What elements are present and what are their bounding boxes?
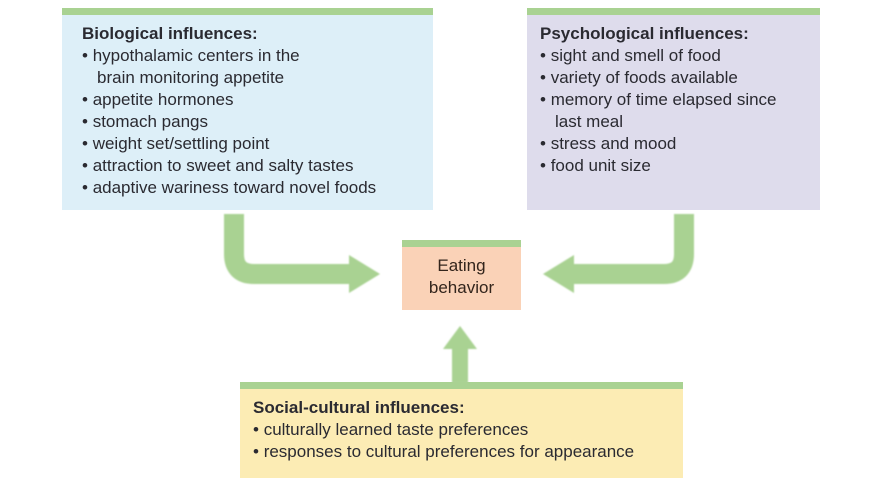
social-to-center-arrow-icon (443, 326, 477, 383)
biological-box-top-bar (62, 8, 433, 15)
psychological-box-top-bar (527, 8, 820, 15)
psychological-influences-box: Psychological influences: sight and smel… (527, 8, 820, 210)
eating-behavior-box-top-bar (402, 240, 521, 247)
psychological-title: Psychological influences: (540, 24, 749, 43)
bullet-item: variety of foods available (540, 67, 812, 89)
psychological-to-center-arrow-icon (543, 214, 694, 293)
biological-bullet-list: hypothalamic centers in the brain monito… (82, 45, 423, 199)
bullet-item: food unit size (540, 155, 812, 177)
psychological-bullet-list: sight and smell of foodvariety of foods … (540, 45, 812, 177)
biological-title: Biological influences: (82, 24, 258, 43)
bullet-item: sight and smell of food (540, 45, 812, 67)
bullet-item: memory of time elapsed since last meal (540, 89, 812, 133)
social-cultural-bullet-list: culturally learned taste preferencesresp… (253, 419, 673, 463)
eating-behavior-label: Eating behavior (428, 256, 495, 297)
bullet-item: stress and mood (540, 133, 812, 155)
bullet-item: weight set/settling point (82, 133, 423, 155)
bullet-item: stomach pangs (82, 111, 423, 133)
bullet-item: attraction to sweet and salty tastes (82, 155, 423, 177)
bullet-item: culturally learned taste preferences (253, 419, 673, 441)
bullet-item: hypothalamic centers in the brain monito… (82, 45, 423, 89)
bullet-item: appetite hormones (82, 89, 423, 111)
social-cultural-title: Social-cultural influences: (253, 398, 465, 417)
bullet-item: responses to cultural preferences for ap… (253, 441, 673, 463)
social-box-top-bar (240, 382, 683, 389)
eating-behavior-box: Eating behavior (402, 240, 521, 310)
bullet-item: adaptive wariness toward novel foods (82, 177, 423, 199)
biological-influences-box: Biological influences: hypothalamic cent… (62, 8, 433, 210)
biological-to-center-arrow-icon (224, 214, 380, 293)
social-cultural-influences-box: Social-cultural influences: culturally l… (240, 382, 683, 478)
